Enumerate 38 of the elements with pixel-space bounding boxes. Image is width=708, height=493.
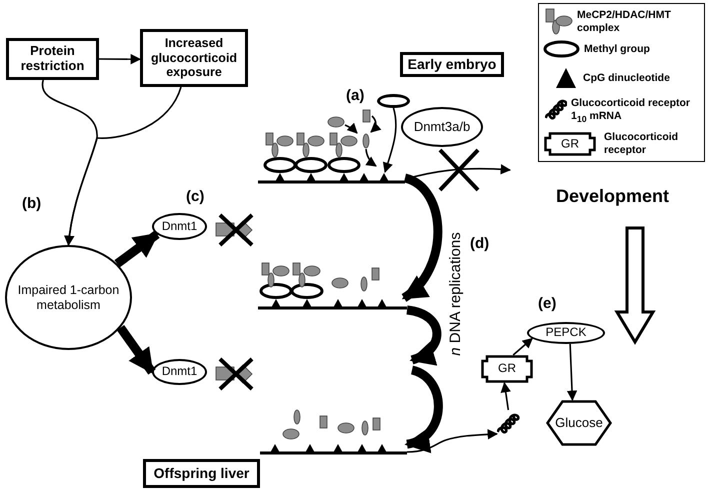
enzyme-ellipse: PEPCK (527, 322, 605, 344)
arrow (512, 338, 533, 356)
arrow (99, 54, 142, 64)
curved-arrow (116, 325, 156, 375)
legend-label: Glucocorticoid receptor 1$_{10}$ mRNA (571, 97, 692, 125)
arrow (382, 108, 397, 173)
enzyme-ellipse: Dnmt1 (152, 213, 207, 240)
curved-arrow (406, 306, 442, 364)
receptor-shape: GR (481, 355, 533, 383)
stage-label: Development (556, 187, 670, 207)
panel-label: (d) (470, 236, 490, 252)
methyl-group-ellipse (377, 94, 410, 108)
arrow (500, 382, 511, 410)
legend-label: MeCP2/HDAC/HMT complex (577, 9, 672, 35)
stage-box: Early embryo (400, 52, 504, 77)
text-box: Protein restriction (6, 38, 99, 80)
arrow (566, 344, 578, 402)
curved-arrow (114, 230, 160, 268)
enzyme-ellipse: Dnmt1 (152, 359, 207, 385)
legend-label: CpG dinucleotide (583, 72, 671, 85)
enzyme-ellipse: Dnmt3a/b (401, 107, 483, 147)
legend-label: Glucocorticoid receptor (604, 131, 680, 157)
symbol-label: GR (561, 137, 579, 151)
panel-label: (b) (22, 196, 42, 212)
product-hexagon: Glucose (546, 400, 612, 446)
panel-label: (a) (346, 88, 364, 104)
curved-arrow (401, 174, 442, 302)
vertical-label: n DNA replications (448, 232, 464, 356)
process-ellipse: Impaired 1-carbon metabolism (5, 245, 132, 350)
dna-strand (260, 443, 407, 455)
text-box: Increased glucocorticoid exposure (140, 29, 248, 87)
wavy-arrow (406, 429, 498, 453)
dna-strand (258, 172, 405, 184)
arrow (64, 86, 182, 246)
dna-strand (258, 298, 407, 310)
stage-box: Offspring liver (143, 459, 260, 488)
legend-label: Methyl group (584, 43, 651, 56)
curved-arrow (404, 366, 443, 450)
